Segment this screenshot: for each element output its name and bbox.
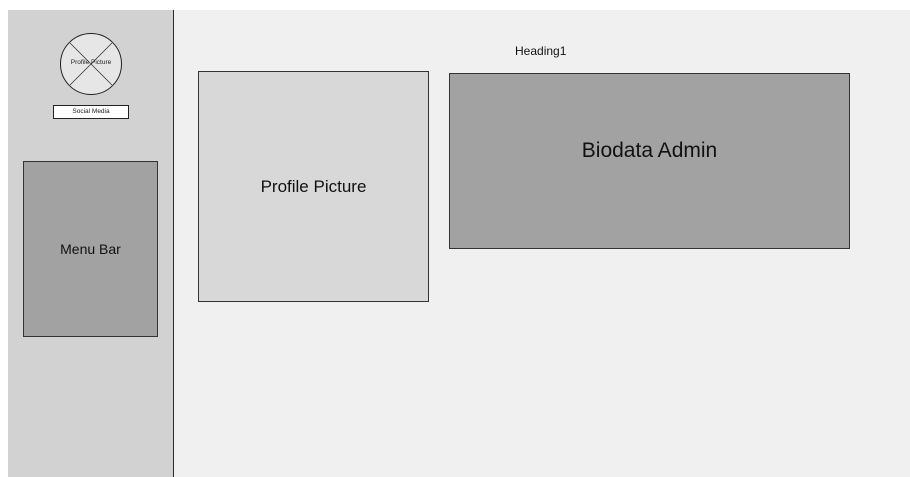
sidebar: Profile Picture Social Media Menu Bar [8,10,174,477]
social-media-button[interactable]: Social Media [53,105,129,119]
profile-picture-placeholder[interactable]: Profile Picture [198,71,429,302]
menu-bar[interactable]: Menu Bar [23,161,158,337]
image-placeholder-icon [69,42,113,86]
avatar-label: Profile Picture [70,59,112,66]
page-heading: Heading1 [515,44,567,58]
biodata-admin-panel: Biodata Admin [449,73,850,249]
menu-bar-label: Menu Bar [60,241,121,257]
profile-picture-label: Profile Picture [260,176,367,196]
biodata-admin-label: Biodata Admin [581,139,718,162]
avatar[interactable]: Profile Picture [60,33,122,95]
